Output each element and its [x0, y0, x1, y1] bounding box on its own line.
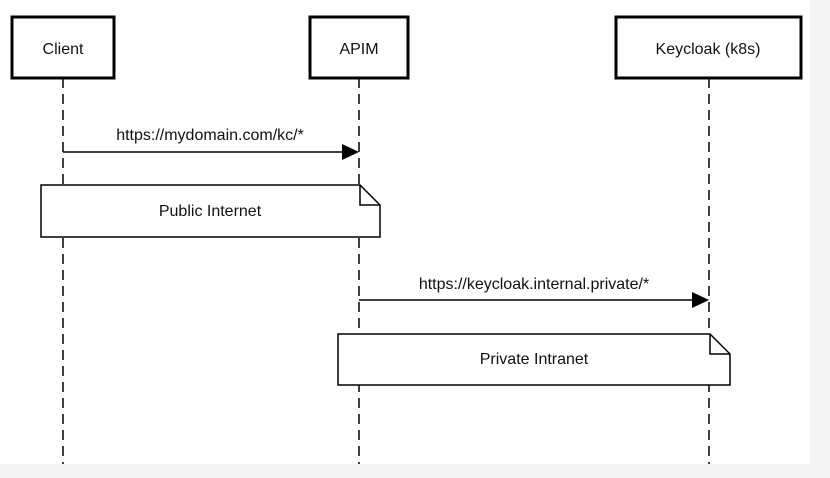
arrowhead-1	[342, 144, 359, 160]
arrowhead-2	[692, 292, 709, 308]
participant-apim[interactable]: APIM	[308, 15, 410, 80]
note-public-internet[interactable]: Public Internet	[40, 184, 381, 238]
participant-label-client: Client	[43, 41, 84, 58]
participant-box-keycloak	[614, 15, 803, 80]
note-private-intranet[interactable]: Private Intranet	[337, 333, 731, 386]
note-box-2	[337, 333, 731, 386]
participant-label-apim: APIM	[339, 41, 378, 58]
message-label-2: https://keycloak.internal.private/*	[419, 276, 649, 293]
note-text-2: Private Intranet	[480, 351, 589, 368]
note-fold-2	[709, 334, 730, 355]
participant-client[interactable]: Client	[10, 15, 116, 80]
participant-keycloak[interactable]: Keycloak (k8s)	[614, 15, 803, 80]
participant-box-client	[10, 15, 116, 80]
note-fold-1	[359, 185, 380, 206]
message-apim-to-keycloak[interactable]: https://keycloak.internal.private/*	[359, 276, 709, 308]
participant-box-apim	[308, 15, 410, 80]
message-client-to-apim[interactable]: https://mydomain.com/kc/*	[63, 127, 359, 160]
diagram-canvas: Client APIM Keycloak (k8s) https://mydom…	[0, 0, 810, 464]
message-label-1: https://mydomain.com/kc/*	[116, 127, 304, 144]
note-box-1	[40, 184, 381, 238]
note-text-1: Public Internet	[159, 203, 262, 220]
participant-label-keycloak: Keycloak (k8s)	[656, 41, 761, 58]
